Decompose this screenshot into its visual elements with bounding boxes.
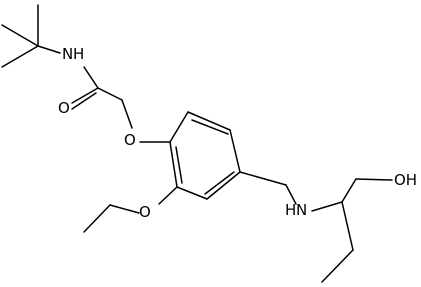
- bond-carbonyl-double-outer: [71, 87, 99, 104]
- bond-ethoxy-o-to-ch2: [109, 204, 140, 214]
- bond-nh-to-ch: [311, 201, 343, 212]
- bonds: [1, 4, 393, 283]
- atom-labels: N H O O O H N OH: [58, 45, 417, 221]
- bond-ring-6-inner: [175, 146, 183, 184]
- bond-ring-5: [176, 186, 208, 200]
- carbonyl-oxygen-label: O: [58, 99, 70, 117]
- amide-nitrogen-label: N: [62, 45, 73, 63]
- amine-nitrogen-label: N: [296, 201, 307, 219]
- bond-ring-2: [187, 111, 231, 131]
- bond-tbu-methyl-left: [1, 24, 39, 47]
- bond-nh-to-carbonyl: [83, 66, 99, 89]
- bond-ring-4-inner: [204, 171, 235, 195]
- ethoxy-oxygen-label: O: [139, 203, 151, 221]
- hydroxyl-label: OH: [394, 171, 417, 189]
- bond-benzyl-ch2-to-nh: [285, 184, 297, 205]
- bond-ring-6: [169, 141, 178, 188]
- amine-hydrogen-label: H: [285, 201, 296, 219]
- bond-ring-1: [169, 111, 189, 143]
- bond-tbu-methyl-bottom: [1, 45, 39, 68]
- ether-oxygen-label: O: [124, 131, 136, 149]
- bond-ch2-to-ether-o: [121, 99, 133, 129]
- bond-ch2oh-to-oh: [355, 178, 393, 181]
- bond-ring-to-benzyl-ch2: [239, 171, 287, 186]
- bond-ring-to-ethoxy-o: [158, 186, 178, 205]
- bond-carbonyl-to-ch2: [97, 87, 123, 101]
- bond-ring-2-inner: [191, 119, 229, 135]
- bond-ring-3: [229, 129, 241, 173]
- bond-ring-4: [206, 171, 241, 200]
- amide-hydrogen-label: H: [73, 45, 84, 63]
- bond-tbu-to-nh: [37, 45, 61, 54]
- bond-carbonyl-double-inner: [71, 92, 97, 110]
- bond-ethyl-ch2-to-ch3: [321, 249, 354, 283]
- bond-ch-to-ethyl-ch2: [341, 201, 354, 251]
- bond-ch-to-ch2oh: [341, 178, 357, 203]
- bond-ethoxy-ch2-to-ch3: [83, 204, 111, 233]
